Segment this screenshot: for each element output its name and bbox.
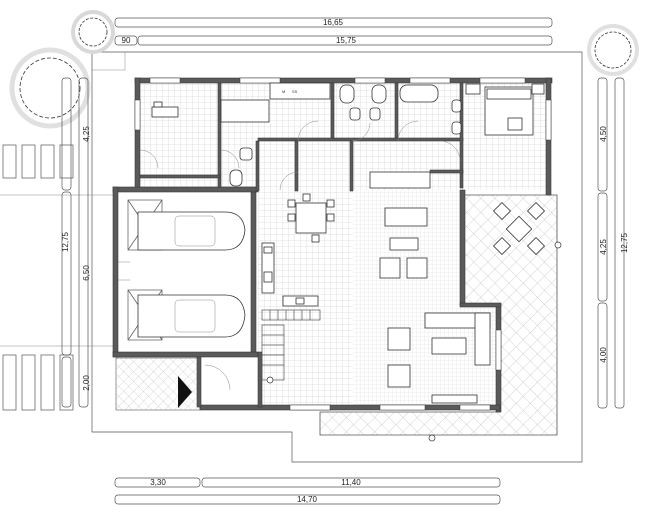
office-desk (151, 101, 179, 118)
bedroom-furniture (465, 83, 545, 136)
car-lower (127, 289, 246, 341)
site-line (92, 52, 126, 71)
bathroom-fixtures (229, 84, 462, 187)
tree-left (9, 47, 91, 129)
dim-top-total-label: 16,65 (323, 18, 344, 27)
dim-left-lower-label: 2,00 (82, 375, 91, 391)
garage-doors (118, 261, 130, 281)
dimension-bottom-total: 14,70 (114, 494, 501, 505)
walls (112, 77, 553, 413)
entrance-porch (115, 357, 201, 411)
dim-top-offset-label: 90 (122, 36, 131, 45)
laundry-counter: M SS (220, 82, 331, 123)
tree-top-right (587, 24, 639, 76)
dim-left-mid-label: 6,50 (82, 265, 91, 281)
door-swings (139, 120, 461, 391)
dim-right-total-label: 12,75 (620, 232, 629, 253)
entrance-arrow-icon (178, 376, 192, 408)
dining-table (287, 193, 335, 243)
laundry-label-m: M (282, 89, 285, 94)
dimension-right-segments: 4,50 4,25 4,00 (597, 77, 608, 409)
car-upper (127, 199, 246, 251)
dimension-left-total: 12,75 (61, 77, 89, 408)
terrace-table-set (492, 201, 546, 256)
laundry-label-s: SS (292, 89, 298, 94)
plot-boundary (91, 51, 583, 463)
windows (134, 77, 552, 411)
parking-stalls-lower (2, 354, 74, 411)
dim-left-total-label: 12,75 (61, 231, 70, 252)
dim-bottom-right-label: 11,40 (341, 478, 361, 487)
floor-hall-entry (200, 352, 258, 405)
dim-right-mid-label: 4,25 (599, 239, 608, 255)
kitchen-counters (261, 242, 319, 307)
tree-top-left (71, 10, 115, 54)
dimension-left-outer: 4,25 6,50 2,00 (61, 77, 91, 408)
dim-bottom-total-label: 14,70 (297, 495, 318, 504)
hall-counter (369, 171, 431, 189)
lounge-furniture (387, 312, 491, 404)
dim-right-upper-label: 4,50 (599, 126, 608, 142)
dimension-top-total: 16,65 (114, 17, 553, 28)
parking-stalls-upper (2, 144, 74, 179)
driveway-lines (0, 194, 115, 347)
dimension-bottom-segments: 3,30 11,40 (114, 477, 501, 488)
dim-right-lower-label: 4,00 (599, 347, 608, 363)
section-markers (266, 241, 562, 442)
dimension-top-inner: 90 15,75 (114, 35, 553, 46)
living-furniture (379, 207, 428, 279)
dim-left-upper-label: 4,25 (82, 126, 91, 142)
dimension-right-total: 12,75 (614, 77, 629, 409)
dim-top-inner-label: 15,75 (336, 36, 357, 45)
dim-bottom-left-label: 3,30 (150, 478, 166, 487)
